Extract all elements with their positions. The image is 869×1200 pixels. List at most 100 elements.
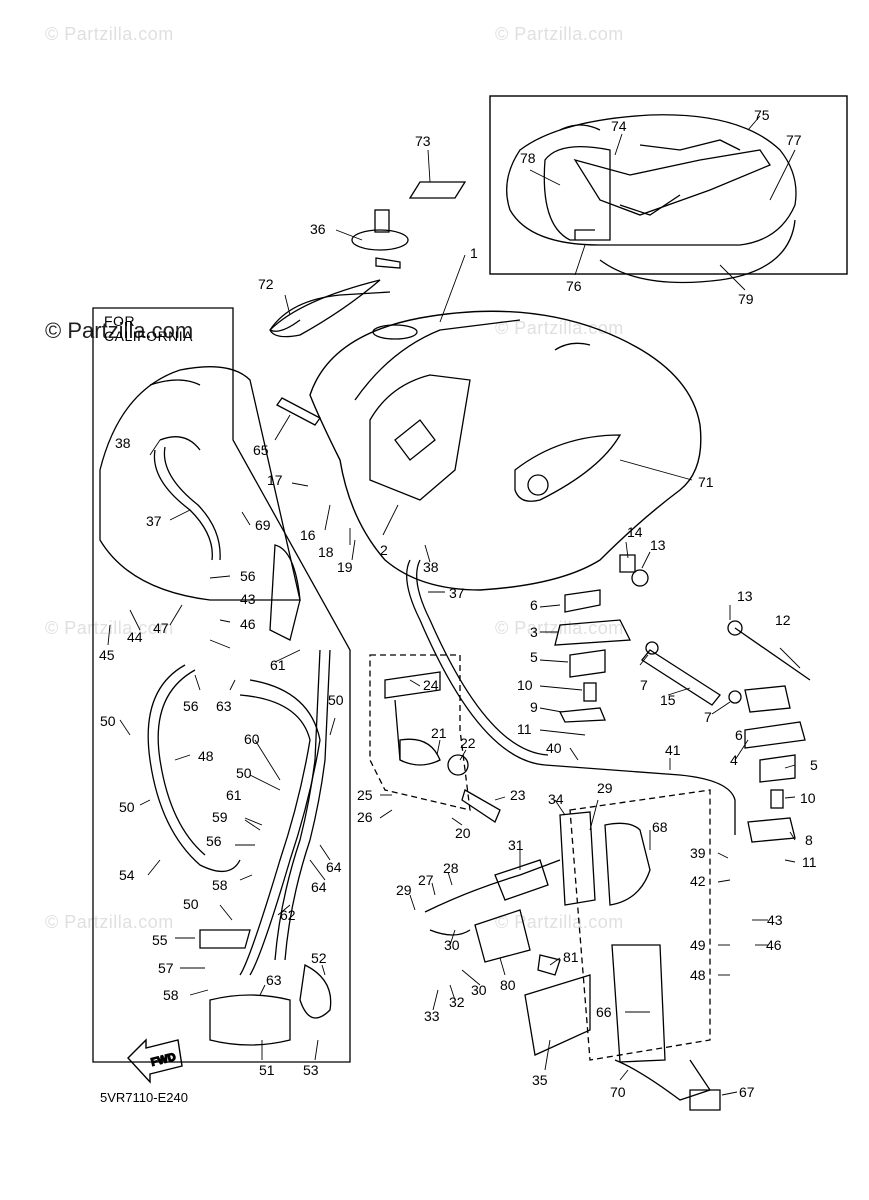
part-label-50-4[interactable]: 50 <box>119 799 135 815</box>
part-label-45[interactable]: 45 <box>99 647 115 663</box>
part-label-35[interactable]: 35 <box>532 1072 548 1088</box>
part-label-8[interactable]: 8 <box>805 832 813 848</box>
part-label-21[interactable]: 21 <box>431 725 447 741</box>
part-label-80[interactable]: 80 <box>500 977 516 993</box>
part-label-20[interactable]: 20 <box>455 825 471 841</box>
part-label-74[interactable]: 74 <box>611 118 627 134</box>
part-label-65[interactable]: 65 <box>253 442 269 458</box>
part-label-3[interactable]: 3 <box>530 624 538 640</box>
part-label-33[interactable]: 33 <box>424 1008 440 1024</box>
part-label-49[interactable]: 49 <box>690 937 706 953</box>
part-label-29-2[interactable]: 29 <box>597 780 613 796</box>
part-label-18[interactable]: 18 <box>318 544 334 560</box>
part-label-36[interactable]: 36 <box>310 221 326 237</box>
part-label-69[interactable]: 69 <box>255 517 271 533</box>
part-label-7-2[interactable]: 7 <box>704 709 712 725</box>
part-label-6-2[interactable]: 6 <box>735 727 743 743</box>
part-label-39[interactable]: 39 <box>690 845 706 861</box>
part-label-2[interactable]: 2 <box>380 542 388 558</box>
part-label-51[interactable]: 51 <box>259 1062 275 1078</box>
part-label-44[interactable]: 44 <box>127 629 143 645</box>
part-label-7[interactable]: 7 <box>640 677 648 693</box>
part-label-58[interactable]: 58 <box>212 877 228 893</box>
part-label-79[interactable]: 79 <box>738 291 754 307</box>
part-label-70[interactable]: 70 <box>610 1084 626 1100</box>
part-label-29[interactable]: 29 <box>396 882 412 898</box>
part-label-13[interactable]: 13 <box>650 537 666 553</box>
part-label-40[interactable]: 40 <box>546 740 562 756</box>
part-label-54[interactable]: 54 <box>119 867 135 883</box>
part-label-5-2[interactable]: 5 <box>810 757 818 773</box>
part-label-19[interactable]: 19 <box>337 559 353 575</box>
part-label-58-2[interactable]: 58 <box>163 987 179 1003</box>
part-label-77[interactable]: 77 <box>786 132 802 148</box>
part-label-46[interactable]: 46 <box>240 616 256 632</box>
part-label-37[interactable]: 37 <box>146 513 162 529</box>
part-label-47[interactable]: 47 <box>153 620 169 636</box>
part-label-64[interactable]: 64 <box>326 859 342 875</box>
part-label-22[interactable]: 22 <box>460 735 476 751</box>
part-label-50-2[interactable]: 50 <box>328 692 344 708</box>
part-label-55[interactable]: 55 <box>152 932 168 948</box>
part-label-59[interactable]: 59 <box>212 809 228 825</box>
part-label-48[interactable]: 48 <box>198 748 214 764</box>
part-label-68[interactable]: 68 <box>652 819 668 835</box>
part-label-10[interactable]: 10 <box>517 677 533 693</box>
part-label-10-2[interactable]: 10 <box>800 790 816 806</box>
part-label-30[interactable]: 30 <box>444 937 460 953</box>
part-label-11-2[interactable]: 11 <box>802 854 817 870</box>
part-label-12[interactable]: 12 <box>775 612 791 628</box>
part-label-63[interactable]: 63 <box>216 698 232 714</box>
part-label-15[interactable]: 15 <box>660 692 676 708</box>
part-label-28[interactable]: 28 <box>443 860 459 876</box>
part-label-17[interactable]: 17 <box>267 472 283 488</box>
part-label-48-2[interactable]: 48 <box>690 967 706 983</box>
part-label-57[interactable]: 57 <box>158 960 174 976</box>
part-label-5[interactable]: 5 <box>530 649 538 665</box>
part-label-38-2[interactable]: 38 <box>423 559 439 575</box>
part-label-67[interactable]: 67 <box>739 1084 755 1100</box>
part-label-13-2[interactable]: 13 <box>737 588 753 604</box>
part-label-75[interactable]: 75 <box>754 107 770 123</box>
part-label-61[interactable]: 61 <box>226 787 242 803</box>
part-label-60[interactable]: 60 <box>244 731 260 747</box>
part-label-25[interactable]: 25 <box>357 787 373 803</box>
part-label-32[interactable]: 32 <box>449 994 465 1010</box>
part-label-56-3[interactable]: 56 <box>206 833 222 849</box>
part-label-11[interactable]: 11 <box>517 721 532 737</box>
part-label-78[interactable]: 78 <box>520 150 536 166</box>
part-label-81[interactable]: 81 <box>563 949 579 965</box>
part-label-38[interactable]: 38 <box>115 435 131 451</box>
part-label-52[interactable]: 52 <box>311 950 327 966</box>
part-label-41[interactable]: 41 <box>665 742 681 758</box>
part-label-23[interactable]: 23 <box>510 787 526 803</box>
part-label-62[interactable]: 62 <box>280 907 296 923</box>
part-label-56-2[interactable]: 56 <box>183 698 199 714</box>
part-label-24[interactable]: 24 <box>423 677 439 693</box>
part-label-63-2[interactable]: 63 <box>266 972 282 988</box>
part-label-72[interactable]: 72 <box>258 276 274 292</box>
part-label-4[interactable]: 4 <box>730 752 738 768</box>
part-label-43-2[interactable]: 43 <box>767 912 783 928</box>
part-label-73[interactable]: 73 <box>415 133 431 149</box>
part-label-76[interactable]: 76 <box>566 278 582 294</box>
part-label-30-2[interactable]: 30 <box>471 982 487 998</box>
part-label-14[interactable]: 14 <box>627 524 643 540</box>
part-label-1[interactable]: 1 <box>470 245 478 261</box>
part-label-42[interactable]: 42 <box>690 873 706 889</box>
part-label-50-5[interactable]: 50 <box>183 896 199 912</box>
part-label-50-3[interactable]: 50 <box>236 765 252 781</box>
part-label-66[interactable]: 66 <box>596 1004 612 1020</box>
part-label-6[interactable]: 6 <box>530 597 538 613</box>
part-label-31[interactable]: 31 <box>508 837 524 853</box>
part-label-34[interactable]: 34 <box>548 791 564 807</box>
part-label-64-2[interactable]: 64 <box>311 879 327 895</box>
part-label-26[interactable]: 26 <box>357 809 373 825</box>
part-label-61-2[interactable]: 61 <box>270 657 286 673</box>
part-label-50[interactable]: 50 <box>100 713 116 729</box>
part-label-53[interactable]: 53 <box>303 1062 319 1078</box>
part-label-43[interactable]: 43 <box>240 591 256 607</box>
part-label-46-2[interactable]: 46 <box>766 937 782 953</box>
part-label-16[interactable]: 16 <box>300 527 316 543</box>
part-label-27[interactable]: 27 <box>418 872 434 888</box>
